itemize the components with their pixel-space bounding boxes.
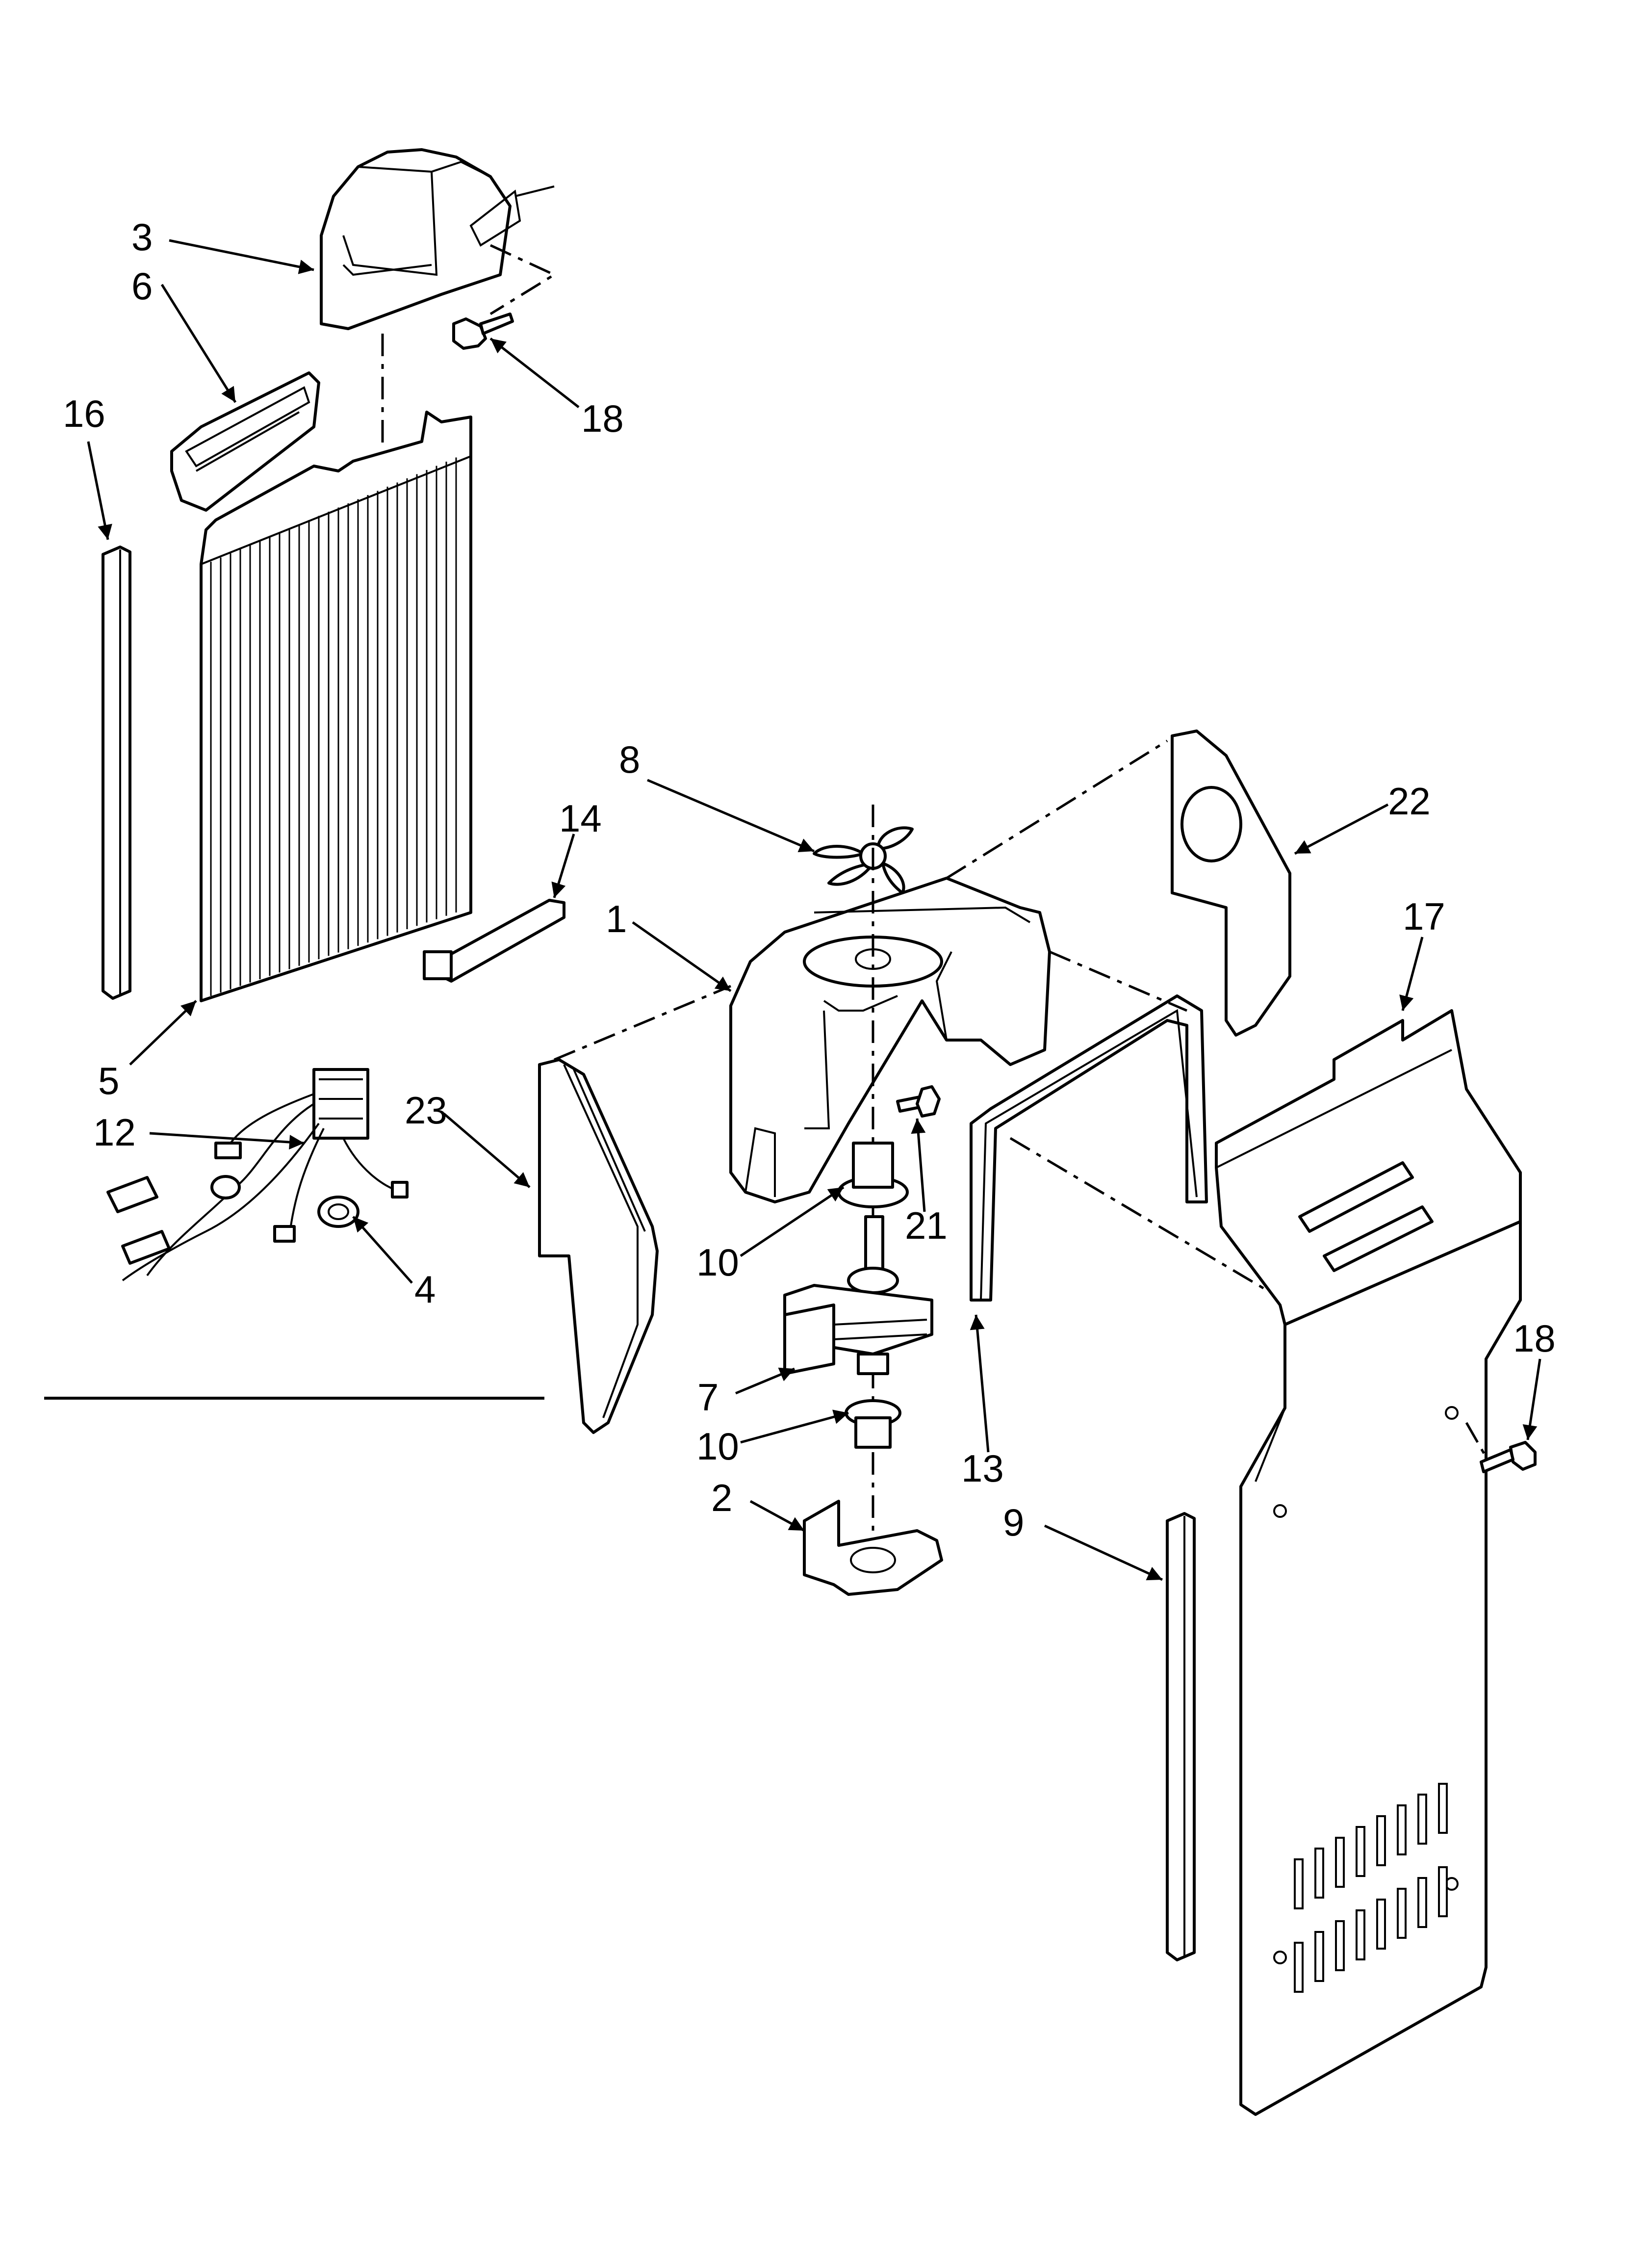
leader-arrow [647,779,815,853]
leader-arrow [1044,1524,1163,1581]
leader-arrow [1294,803,1389,855]
axis-3-to-18 [489,244,557,315]
leader-arrow [169,239,314,274]
vent-slots [1294,1783,1448,1993]
callout-10-bottom: 10 [696,1425,739,1468]
leader-arrow [489,338,580,408]
part-1-fan-shroud [729,877,1051,1203]
leader-arrow [129,1000,197,1066]
callout-6: 6 [131,264,153,308]
callout-14: 14 [559,797,602,840]
vent-slot [1376,1815,1386,1866]
leader-arrow [749,1500,805,1532]
leader-arrow [352,1216,413,1284]
part-18-screw-right [1480,1441,1537,1473]
part-7-fan-motor [783,1215,933,1375]
vent-slot [1314,1931,1324,1982]
leader-arrow [149,1132,305,1150]
vent-slot [1438,1783,1448,1834]
leader-arrow [740,1409,849,1444]
leader-arrow [911,1118,926,1212]
evaporator-fins [210,457,457,996]
callout-18-right: 18 [1513,1317,1556,1360]
part-14-cable-tie [423,899,565,983]
leader-arrow [443,1113,531,1188]
part-16-strip [102,546,131,1000]
leader-arrow [1522,1358,1541,1440]
callout-5: 5 [98,1059,119,1102]
leader-arrow [632,921,732,992]
axis-1-to-13 [1049,950,1187,1012]
vent-slot [1397,1804,1407,1855]
callout-labels: 3 6 18 16 8 14 1 22 17 5 12 23 21 10 4 1… [63,215,1556,1544]
axis-18-to-9 [1465,1422,1488,1458]
leader-arrow [970,1314,990,1453]
callout-4: 4 [414,1268,436,1311]
callout-13: 13 [961,1447,1004,1490]
callout-7: 7 [697,1376,718,1419]
part-6-bracket [170,371,320,512]
callout-23: 23 [405,1089,447,1132]
vent-slot [1356,1826,1365,1877]
part-8-fan-blade [813,826,914,894]
callout-22: 22 [1388,780,1431,823]
vent-slot [1335,1837,1345,1888]
callout-10-top: 10 [696,1241,739,1284]
part-3-duct-cover [320,148,555,330]
callout-8: 8 [619,738,640,781]
leader-arrow [87,441,112,540]
vent-slot [1397,1888,1407,1939]
vent-slot [1438,1866,1448,1917]
leader-arrow [160,284,237,403]
part-10-bushing-bottom [845,1399,901,1449]
part-9-rear-panel [1239,1220,1522,2116]
part-2-motor-bracket [803,1500,943,1596]
vent-slot [1294,1858,1304,1909]
callout-16: 16 [63,392,105,435]
vent-slot [1335,1920,1345,1971]
callout-3: 3 [131,215,153,259]
callout-18-top: 18 [581,397,624,440]
callout-21: 21 [905,1204,948,1247]
vent-slot [1417,1794,1427,1845]
part-12-wire-harness [106,1068,409,1281]
callout-leaders [87,239,1541,1581]
part-22-side-bracket [1171,730,1291,1037]
part-13-gasket [970,994,1208,1302]
axis-23-to-1 [554,985,731,1061]
part-23-side-cover [538,1058,659,1434]
callout-12: 12 [93,1111,136,1154]
leader-arrow [735,1367,795,1395]
part-18-screw-top [452,313,514,350]
part-17-top-panel [1215,1009,1522,1326]
vent-slot [1294,1942,1304,1993]
part-5-evaporator-panel [200,411,472,1002]
callout-2: 2 [711,1476,732,1519]
part-21-screw [896,1085,941,1118]
leader-arrow [551,834,575,898]
leader-arrow [1399,937,1424,1011]
part-4-grommet [317,1196,359,1228]
part-10-bushing-top [837,1142,909,1208]
axis-13-to-17 [1009,1137,1276,1297]
callout-1: 1 [606,897,627,940]
vent-slot [1314,1848,1324,1899]
axis-1-to-22 [946,739,1168,880]
part-9-strip [1166,1512,1196,1961]
vent-slot [1356,1909,1365,1960]
leader-arrow [740,1186,845,1257]
callout-17: 17 [1403,895,1445,938]
callout-9: 9 [1003,1501,1024,1544]
vent-slot [1417,1877,1427,1928]
vent-slot [1376,1899,1386,1950]
